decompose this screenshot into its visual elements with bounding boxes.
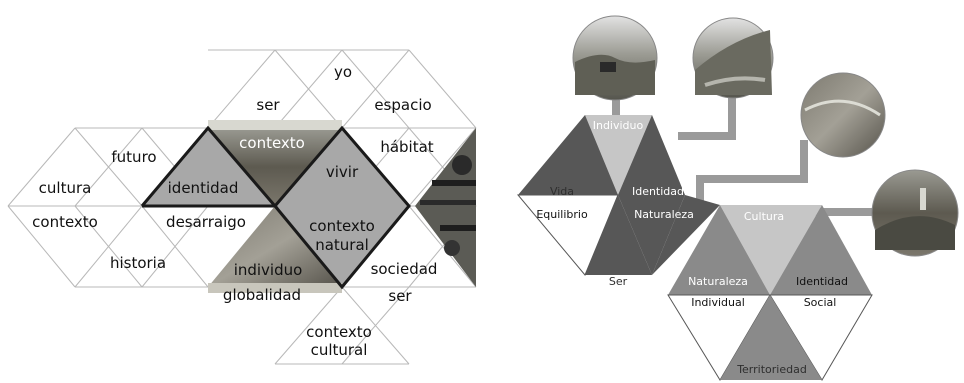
label-contexto-natural-1: contexto [309, 217, 375, 235]
label-sociedad: sociedad [371, 260, 438, 278]
photo-circle-2 [692, 17, 774, 99]
tri-territoriedad [720, 295, 822, 380]
label-r-ser: Ser [609, 275, 628, 288]
label-r-individuo: Individuo [593, 119, 644, 132]
label-r-naturaleza-top: Naturaleza [634, 208, 694, 221]
label-contexto-cultural-2: cultural [311, 341, 368, 359]
tri-cultura [720, 205, 822, 295]
label-r-cultura: Cultura [744, 210, 784, 223]
label-r-vida: Vida [550, 185, 574, 198]
label-espacio: espacio [374, 96, 431, 114]
label-historia: historia [110, 254, 166, 272]
label-globalidad: globalidad [223, 286, 301, 304]
label-individuo: individuo [234, 261, 303, 279]
label-yo: yo [334, 63, 352, 81]
tri-individuo [585, 115, 652, 195]
label-habitat: hábitat [380, 138, 433, 156]
right-edge-photo [415, 128, 476, 287]
photo-bottom-strip [208, 283, 342, 293]
label-ser-bottom: ser [388, 287, 412, 305]
vivir-triangle [275, 128, 409, 206]
label-r-equilibrio: Equilibrio [536, 208, 588, 221]
left-hexagon-diagram: yo ser espacio futuro contexto hábitat c… [7, 49, 477, 365]
label-cultura: cultura [39, 179, 92, 197]
label-r-identidad-top: Identidad [632, 185, 684, 198]
label-vivir: vivir [326, 163, 359, 181]
label-desarraigo: desarraigo [166, 213, 246, 231]
tri-ser [585, 195, 652, 275]
photo-top-strip [208, 120, 342, 130]
label-r-identidad-bottom: Identidad [796, 275, 848, 288]
tri-naturaleza-top [618, 195, 685, 275]
tri-identidad-top [618, 115, 685, 195]
label-r-naturaleza-bottom: Naturaleza [688, 275, 748, 288]
tri-vida [518, 115, 618, 195]
right-hexagon-diagram: Individuo Vida Identidad Equilibrio Natu… [516, 15, 959, 381]
tri-naturaleza-bottom [668, 205, 770, 295]
label-ser-top: ser [256, 96, 280, 114]
tri-identidad-bottom [770, 205, 872, 295]
contexto-natural-triangle [275, 206, 409, 287]
label-identidad: identidad [168, 179, 239, 197]
photo-connectors [612, 95, 877, 216]
label-contexto-cultural-1: contexto [306, 323, 372, 341]
label-contexto-photo: contexto [239, 134, 305, 152]
bold-outline [140, 125, 411, 290]
photo-circle-4 [871, 169, 959, 257]
identidad-triangle [142, 128, 275, 206]
photo-circle-3 [800, 72, 886, 158]
photo-circle-1 [572, 15, 658, 101]
contexto-photo-triangle [208, 128, 342, 206]
label-r-social: Social [804, 296, 837, 309]
label-futuro: futuro [111, 148, 156, 166]
label-r-individual: Individual [691, 296, 745, 309]
label-r-territoriedad: Territoriedad [736, 363, 807, 376]
individuo-photo-triangle [208, 206, 342, 287]
tri-naturaleza-top-ext [652, 195, 720, 275]
label-contexto-natural-2: natural [315, 236, 369, 254]
label-contexto-left: contexto [32, 213, 98, 231]
